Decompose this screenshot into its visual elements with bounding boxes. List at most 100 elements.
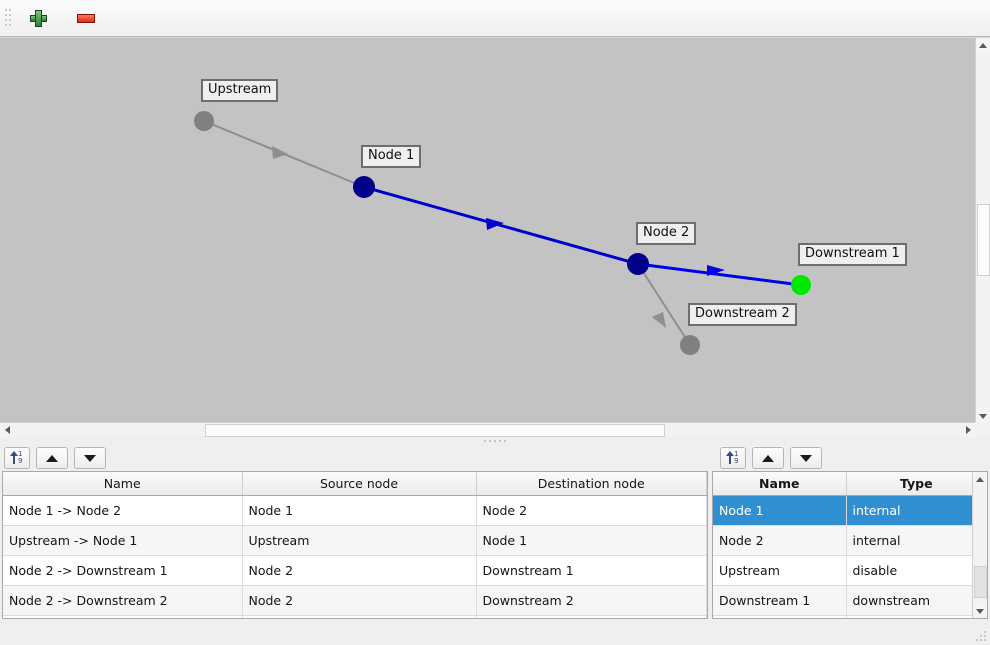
edges-table-container: Name Source node Destination node Node 1… — [2, 471, 708, 619]
table-row[interactable]: Node 1 -> Node 2 Node 1 Node 2 — [3, 495, 707, 526]
edge-arrow-node2-downstream1 — [707, 265, 725, 276]
triangle-left-icon — [4, 426, 10, 434]
scroll-down-button[interactable] — [976, 409, 990, 423]
node-node1[interactable] — [353, 176, 375, 198]
edge-source-cell[interactable]: Node 1 — [242, 495, 477, 526]
nodes-column-type[interactable]: Type — [846, 472, 987, 496]
nodes-move-down-button[interactable] — [790, 447, 822, 469]
scroll-left-button[interactable] — [0, 423, 14, 437]
scrollbar-corner — [975, 422, 990, 437]
table-row[interactable]: Node 2 -> Downstream 1 Node 2 Downstream… — [3, 555, 707, 586]
edge-destination-cell[interactable]: Downstream 2 — [476, 585, 707, 616]
triangle-up-icon — [762, 454, 774, 462]
canvas-vscroll-thumb[interactable] — [977, 204, 990, 276]
node-label-node2[interactable]: Node 2 — [636, 222, 697, 245]
triangle-right-icon — [965, 426, 971, 434]
nodes-scroll-up-button[interactable] — [973, 472, 987, 486]
triangle-down-icon — [979, 413, 987, 419]
triangle-up-icon — [976, 476, 984, 482]
edge-node2-downstream1[interactable] — [637, 262, 802, 287]
table-row[interactable]: Upstream disable — [713, 555, 987, 586]
node-upstream[interactable] — [194, 111, 214, 131]
edges-table-filler-row — [3, 615, 707, 618]
node-downstream1[interactable] — [791, 275, 811, 295]
edge-destination-cell[interactable]: Downstream 1 — [476, 555, 707, 586]
table-row[interactable]: Node 2 internal — [713, 525, 987, 556]
graph-nodes — [194, 111, 811, 355]
node-type-cell[interactable]: disable — [846, 555, 987, 586]
edge-arrow-upstream-node1 — [272, 146, 288, 159]
edges-move-down-button[interactable] — [74, 447, 106, 469]
splitter-grip-icon — [484, 440, 506, 442]
edges-column-source[interactable]: Source node — [242, 472, 477, 496]
node-type-cell[interactable]: internal — [846, 525, 987, 556]
edge-name-cell[interactable]: Upstream -> Node 1 — [3, 525, 243, 556]
nodes-table: Name Type Node 1 internal Node 2 interna… — [713, 472, 987, 618]
table-row[interactable]: Node 2 -> Downstream 2 Node 2 Downstream… — [3, 585, 707, 616]
edges-table-header-row: Name Source node Destination node — [3, 472, 707, 496]
canvas-hscroll-thumb[interactable] — [205, 424, 665, 437]
node-label-upstream[interactable]: Upstream — [201, 79, 279, 102]
canvas-horizontal-scrollbar[interactable] — [0, 422, 975, 437]
triangle-down-icon — [976, 608, 984, 614]
edge-name-cell[interactable]: Node 1 -> Node 2 — [3, 495, 243, 526]
triangle-down-icon — [800, 454, 812, 462]
edges-column-destination[interactable]: Destination node — [476, 472, 707, 496]
nodes-scroll-thumb[interactable] — [974, 566, 987, 598]
panel-splitter[interactable] — [0, 437, 990, 445]
node-name-cell[interactable]: Node 2 — [713, 525, 847, 556]
remove-button[interactable] — [71, 4, 101, 32]
node-name-cell[interactable]: Node 1 — [713, 495, 847, 526]
nodes-table-header-row: Name Type — [713, 472, 987, 496]
window-resize-grip[interactable] — [976, 631, 988, 643]
toolbar-drag-grip[interactable] — [3, 7, 13, 29]
node-type-cell[interactable]: downstream — [846, 585, 987, 616]
table-row[interactable]: Downstream 1 downstream — [713, 585, 987, 616]
triangle-down-icon — [84, 454, 96, 462]
nodes-column-name[interactable]: Name — [713, 472, 847, 496]
node-label-node1[interactable]: Node 1 — [361, 145, 422, 168]
nodes-scroll-down-button[interactable] — [973, 604, 987, 618]
node-label-downstream2[interactable]: Downstream 2 — [688, 303, 797, 326]
main-toolbar — [0, 0, 990, 37]
add-button[interactable] — [23, 4, 53, 32]
node-type-cell[interactable]: internal — [846, 495, 987, 526]
edge-name-cell[interactable]: Node 2 -> Downstream 2 — [3, 585, 243, 616]
table-row[interactable]: Upstream -> Node 1 Upstream Node 1 — [3, 525, 707, 556]
scroll-right-button[interactable] — [961, 423, 975, 437]
edge-destination-cell[interactable]: Node 1 — [476, 525, 707, 556]
canvas-vertical-scrollbar[interactable] — [975, 38, 990, 423]
edge-arrow-node1-node2 — [486, 218, 504, 230]
node-name-cell[interactable]: Downstream 1 — [713, 585, 847, 616]
scroll-up-button[interactable] — [976, 38, 990, 52]
nodes-table-scrollbar[interactable] — [972, 472, 987, 618]
graph-panel: Upstream Node 1 Node 2 Downstream 1 Down… — [0, 37, 990, 437]
edges-table: Name Source node Destination node Node 1… — [3, 472, 707, 618]
nodes-move-up-button[interactable] — [752, 447, 784, 469]
edge-source-cell[interactable]: Node 2 — [242, 555, 477, 586]
node-node2[interactable] — [627, 253, 649, 275]
edge-source-cell[interactable]: Upstream — [242, 525, 477, 556]
graph-canvas[interactable]: Upstream Node 1 Node 2 Downstream 1 Down… — [0, 38, 975, 423]
edge-arrow-node2-downstream2 — [652, 312, 666, 328]
minus-icon — [77, 13, 95, 23]
edges-move-up-button[interactable] — [36, 447, 68, 469]
table-row[interactable]: Node 1 internal — [713, 495, 987, 526]
edge-node1-node2[interactable] — [363, 185, 639, 266]
edge-destination-cell[interactable]: Node 2 — [476, 495, 707, 526]
triangle-up-icon — [46, 454, 58, 462]
node-name-cell[interactable]: Upstream — [713, 555, 847, 586]
edge-source-cell[interactable]: Node 2 — [242, 585, 477, 616]
node-downstream2[interactable] — [680, 335, 700, 355]
edge-name-cell[interactable]: Node 2 -> Downstream 1 — [3, 555, 243, 586]
edge-node2-downstream2[interactable] — [637, 263, 691, 346]
edges-column-name[interactable]: Name — [3, 472, 243, 496]
node-label-downstream1[interactable]: Downstream 1 — [798, 243, 907, 266]
